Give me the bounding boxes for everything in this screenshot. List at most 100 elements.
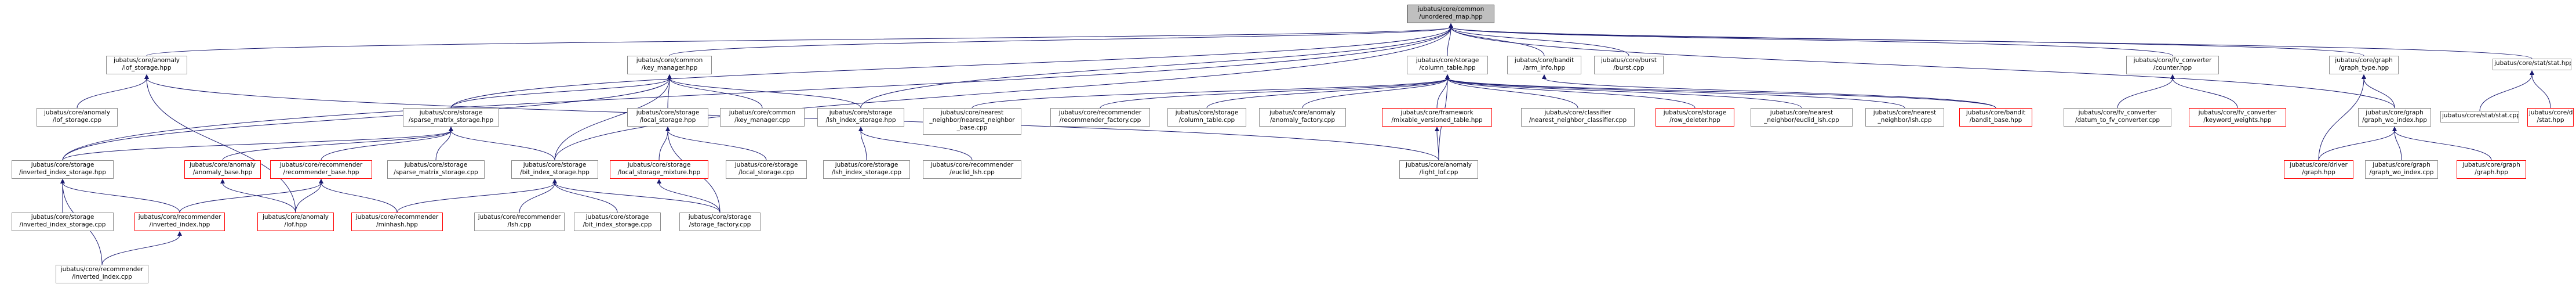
node-local-storage-cpp[interactable]: jubatus/core/storage/local_storage.cpp [726,160,807,179]
node-row-deleter-hpp[interactable]: jubatus/core/storage/row_deleter.hpp [1656,108,1734,127]
node-key-manager-cpp[interactable]: jubatus/core/common/key_manager.cpp [720,108,805,127]
node-lsh-index-storage-cpp[interactable]: jubatus/core/storage/lsh_index_storage.c… [823,160,910,179]
node-bit-index-storage-cpp[interactable]: jubatus/core/storage/bit_index_storage.c… [574,213,661,231]
node-burst-cpp[interactable]: jubatus/core/burst/burst.cpp [1594,56,1664,74]
node-column-table-hpp[interactable]: jubatus/core/storage/column_table.hpp [1407,56,1488,74]
node-label-line1: jubatus/core/storage [585,214,649,221]
dependency-edge [450,27,1451,109]
dependency-edge [860,130,973,161]
node-local-storage-mixture-hpp[interactable]: jubatus/core/storage/local_storage_mixtu… [610,160,708,179]
dependency-edge [62,182,180,213]
edge-arrowhead [2170,74,2175,79]
dependency-edge [101,235,180,265]
dependency-edge [146,27,1451,56]
node-anomaly-base-hpp[interactable]: jubatus/core/anomaly/anomaly_base.hpp [184,160,261,179]
node-recommender-base-hpp[interactable]: jubatus/core/recommender/recommender_bas… [270,160,372,179]
node-minhash-hpp[interactable]: jubatus/core/recommender/minhash.hpp [351,213,443,231]
edge-arrowhead [552,179,557,183]
dependency-edge [321,182,398,213]
node-stat-cpp[interactable]: jubatus/core/stat/stat.cpp [2440,111,2519,123]
node-label-line2: /nearest_neighbor_classifier.cpp [1529,117,1627,124]
dependency-edge [669,78,763,109]
dependency-edge [1447,78,1905,109]
node-label-line1: jubatus/core/storage [835,161,898,168]
node-euclid-lsh-cpp[interactable]: jubatus/core/nearest_neighbor/euclid_lsh… [1751,108,1853,127]
node-label-line2: /graph_wo_index.cpp [2369,169,2434,176]
dependency-edge [860,27,1451,109]
node-label-line2: /arm_info.hpp [1523,64,1566,71]
node-label-line1: jubatus/core/storage [829,109,893,116]
dependency-edge [435,130,452,161]
node-label-line1: jubatus/core/classifier [1544,109,1611,116]
node-column-table-cpp[interactable]: jubatus/core/storage/column_table.cpp [1167,108,1246,127]
edge-arrowhead [177,231,182,236]
dependency-edge [860,130,867,161]
node-label-line2: /graph.hpp [2302,169,2335,176]
edge-arrowhead [1542,74,1547,79]
edge-arrowhead [1435,127,1439,131]
node-graph-wo-index-hpp[interactable]: jubatus/core/graph/graph_wo_index.hpp [2358,108,2431,127]
node-graph-type-hpp[interactable]: jubatus/core/graph/graph_type.hpp [2329,56,2399,74]
node-graph-graph-hpp[interactable]: jubatus/core/graph/graph.hpp [2457,160,2526,179]
node-arm-info-hpp[interactable]: jubatus/core/bandit/arm_info.hpp [1507,56,1581,74]
edge-arrowhead [60,179,65,183]
node-label-line2: /inverted_index_storage.hpp [19,169,106,176]
node-nearest-neighbor-classifier-cpp[interactable]: jubatus/core/classifier/nearest_neighbor… [1521,108,1635,127]
node-label-line2: /inverted_index.cpp [72,273,132,280]
dependency-edge [2117,78,2173,109]
dependency-edge [1544,78,1996,109]
node-storage-factory-cpp[interactable]: jubatus/core/storage/storage_factory.cpp [679,213,761,231]
node-euclid-lsh-rec-cpp[interactable]: jubatus/core/recommender/euclid_lsh.cpp [923,160,1021,179]
dependency-edge [2363,78,2395,109]
node-lof-hpp[interactable]: jubatus/core/anomaly/lof.hpp [257,213,334,231]
node-label-line1: jubatus/core/recommender [1058,109,1142,116]
edge-arrowhead [1445,74,1450,79]
node-label-line1: jubatus/core/storage [523,161,587,168]
node-driver-graph-hpp[interactable]: jubatus/core/driver/graph.hpp [2284,160,2353,179]
node-key-manager-hpp[interactable]: jubatus/core/common/key_manager.hpp [627,56,712,74]
node-graph-wo-index-cpp[interactable]: jubatus/core/graph/graph_wo_index.cpp [2365,160,2438,179]
node-label-line1: jubatus/core/anomaly [189,161,256,168]
dependency-edge [450,130,555,161]
node-datum-to-fv-converter-cpp[interactable]: jubatus/core/fv_converter/datum_to_fv_co… [2064,108,2171,127]
node-inverted-index-hpp[interactable]: jubatus/core/recommender/inverted_index.… [134,213,225,231]
node-unordered-map-hpp: jubatus/core/common/unordered_map.hpp [1407,5,1494,23]
dependency-edge [62,130,452,161]
dependency-edge [1450,27,2395,109]
node-bandit-base-hpp[interactable]: jubatus/core/bandit/bandit_base.hpp [1959,108,2032,127]
node-lof-storage-cpp[interactable]: jubatus/core/anomaly/lof_storage.cpp [37,108,118,127]
node-label-line1: jubatus/core/nearest [1770,109,1833,116]
node-driver-stat-hpp[interactable]: jubatus/core/driver/stat.hpp [2527,108,2574,127]
dependency-edge [1447,27,1451,56]
edge-arrowhead [665,127,670,131]
node-anomaly-factory-cpp[interactable]: jubatus/core/anomaly/anomaly_factory.cpp [1259,108,1346,127]
node-label-line1: jubatus/core/storage [1663,109,1727,116]
dependency-edge [2394,130,2402,161]
node-inverted-index-storage-cpp[interactable]: jubatus/core/storage/inverted_index_stor… [12,213,114,231]
dependency-edge [1447,78,1695,109]
node-label-line1: jubatus/core/recommender [930,161,1014,168]
node-counter-hpp[interactable]: jubatus/core/fv_converter/counter.hpp [2126,56,2219,74]
node-sparse-matrix-storage-hpp[interactable]: jubatus/core/storage/sparse_matrix_stora… [403,108,499,127]
node-recommender-factory-cpp[interactable]: jubatus/core/recommender/recommender_fac… [1050,108,1150,127]
node-nn-lsh-cpp[interactable]: jubatus/core/nearest_neighbor/lsh.cpp [1865,108,1944,127]
node-bit-index-storage-hpp[interactable]: jubatus/core/storage/bit_index_storage.h… [511,160,598,179]
node-inverted-index-storage-hpp[interactable]: jubatus/core/storage/inverted_index_stor… [12,160,114,179]
node-label-line2: /graph_wo_index.hpp [2362,117,2427,124]
node-lof-storage-hpp[interactable]: jubatus/core/anomaly/lof_storage.hpp [106,56,187,74]
dependency-edge [1447,78,1996,109]
node-nearest-neighbor-base-cpp[interactable]: jubatus/core/nearest_neighbor/nearest_ne… [923,108,1021,135]
node-mixable-versioned-table-hpp[interactable]: jubatus/core/framework/mixable_versioned… [1382,108,1492,127]
node-local-storage-hpp[interactable]: jubatus/core/storage/local_storage.hpp [627,108,708,127]
node-label-line1: jubatus/core/fv_converter [2133,57,2212,64]
node-sparse-matrix-storage-cpp[interactable]: jubatus/core/storage/sparse_matrix_stora… [387,160,485,179]
node-label-line2: /inverted_index.hpp [149,221,210,228]
node-lsh-index-storage-hpp[interactable]: jubatus/core/storage/lsh_index_storage.h… [817,108,904,127]
node-inverted-index-cpp[interactable]: jubatus/core/recommender/inverted_index.… [56,265,148,283]
edge-arrowhead [319,179,323,183]
edge-arrowhead [220,179,225,183]
node-stat-hpp[interactable]: jubatus/core/stat/stat.hpp [2493,59,2571,70]
node-light-lof-cpp[interactable]: jubatus/core/anomaly/light_lof.cpp [1399,160,1478,179]
node-keyword-weights-hpp[interactable]: jubatus/core/fv_converter/keyword_weight… [2189,108,2286,127]
node-rec-lsh-cpp[interactable]: jubatus/core/recommender/lsh.cpp [474,213,565,231]
